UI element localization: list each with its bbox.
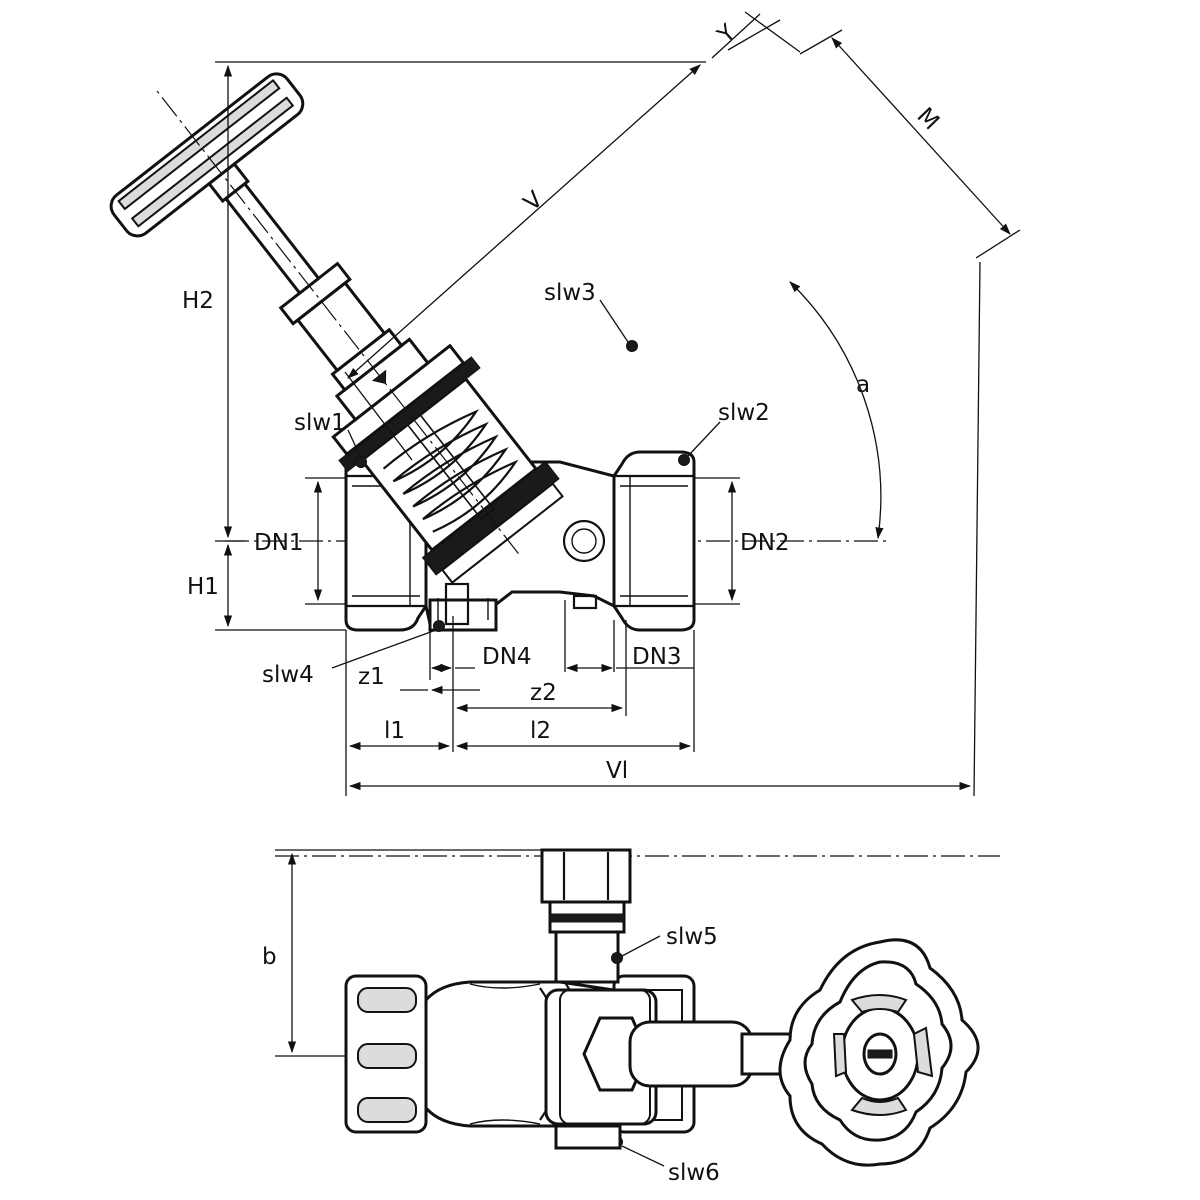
label-z2: z2 xyxy=(530,680,557,706)
label-a: a xyxy=(856,372,870,398)
label-slw6: slw6 xyxy=(668,1160,720,1186)
slw2-marker xyxy=(678,454,690,466)
label-V: V xyxy=(519,186,548,216)
slw1-marker xyxy=(355,456,367,468)
label-l1: l1 xyxy=(384,718,405,744)
label-z1: z1 xyxy=(358,664,385,690)
slw5-marker xyxy=(611,952,623,964)
label-slw5: slw5 xyxy=(666,924,718,950)
label-DN3: DN3 xyxy=(632,644,682,670)
top-view: b slw5 slw6 xyxy=(262,848,1000,1186)
top-drain-fitting xyxy=(540,848,632,984)
top-handwheel xyxy=(778,938,980,1167)
label-slw4: slw4 xyxy=(262,662,314,688)
label-Vl: Vl xyxy=(606,758,628,784)
label-slw3: slw3 xyxy=(544,280,596,306)
label-slw2: slw2 xyxy=(718,400,770,426)
label-slw1: slw1 xyxy=(294,410,346,436)
label-DN4: DN4 xyxy=(482,644,532,670)
outlet-port xyxy=(612,450,696,632)
slw4-marker xyxy=(433,620,445,632)
label-l2: l2 xyxy=(530,718,551,744)
label-DN1: DN1 xyxy=(254,530,304,556)
top-inlet xyxy=(344,974,428,1134)
label-b: b xyxy=(262,944,277,970)
label-H1: H1 xyxy=(187,574,219,600)
side-view: Y M V H2 H1 a DN1 DN2 DN4 DN3 z1 z2 l1 l… xyxy=(109,11,1021,797)
label-DN2: DN2 xyxy=(740,530,790,556)
top-bonnet xyxy=(544,988,794,1150)
label-H2: H2 xyxy=(182,288,214,314)
slw3-marker xyxy=(626,340,638,352)
